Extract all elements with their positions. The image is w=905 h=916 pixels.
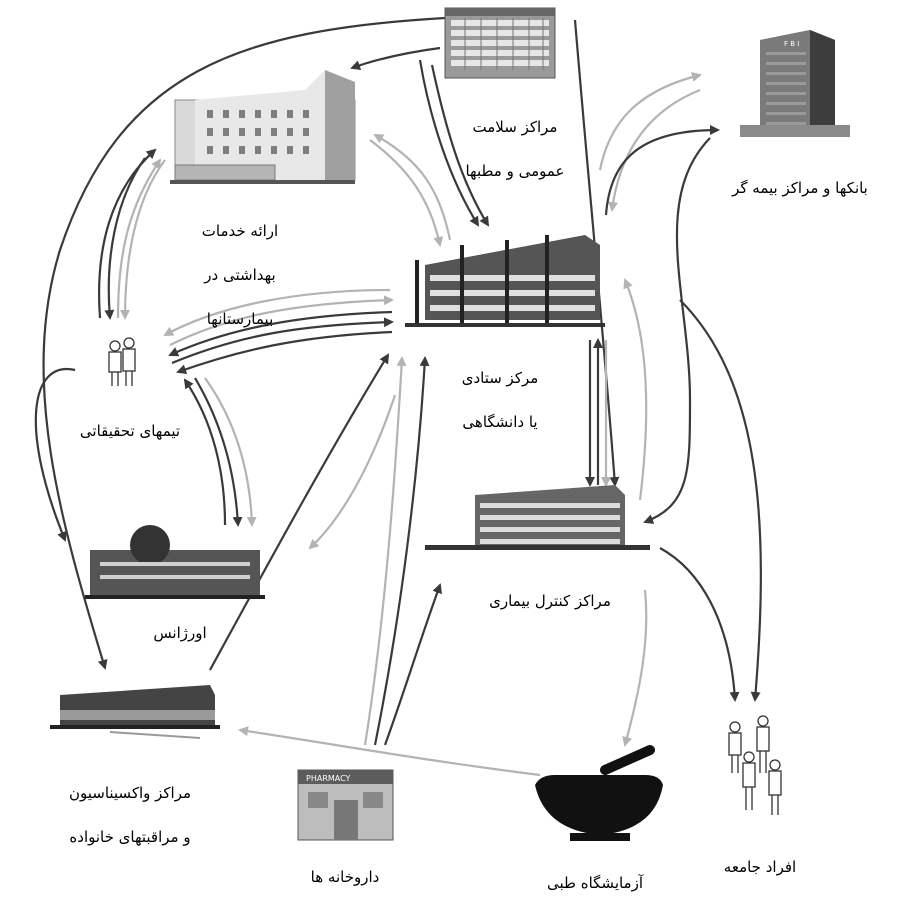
emergency-label: اورژانس xyxy=(120,600,240,666)
banks-insurance-label: بانکها و مراکز بیمه گر xyxy=(700,155,900,221)
public-health-line-2: عمومی و مطبها xyxy=(440,160,590,182)
arrow-lab-to-vaccination xyxy=(240,730,540,775)
headquarters-building-icon xyxy=(405,235,605,327)
pharmacy-building-icon: PHARMACY xyxy=(298,770,393,840)
emergency-building-icon xyxy=(85,525,265,599)
arrow-hq-to-emergency-light xyxy=(310,395,395,548)
pharmacies-line-1: داروخانه ها xyxy=(275,866,415,888)
disease-control-line-1: مراکز کنترل بیماری xyxy=(450,590,650,612)
medical-lab-line-1: آزمایشگاه طبی xyxy=(515,872,675,894)
bank-tower-icon: F B I xyxy=(740,30,850,137)
headquarters-line-2: یا دانشگاهی xyxy=(430,411,570,433)
disease-control-building-icon xyxy=(425,485,650,550)
arrow-disease-control-to-community xyxy=(660,548,735,700)
hospital-services-label: ارائه خدمات بهداشتی در بیمارستانها xyxy=(170,198,310,352)
bank-sign-text: F B I xyxy=(784,40,799,48)
vaccination-line-1: مراکز واکسیناسیون xyxy=(30,782,230,804)
arrow-disease-control-to-hq-light xyxy=(625,280,646,500)
community-people-icon xyxy=(729,716,781,815)
public-health-line-1: مراکز سلامت xyxy=(440,116,590,138)
research-teams-line-1: تیمهای تحقیقاتی xyxy=(40,420,220,442)
arrow-hq-to-community xyxy=(680,300,761,700)
headquarters-label: مرکز ستادی یا دانشگاهی xyxy=(430,345,570,455)
vaccination-label: مراکز واکسیناسیون و مراقبتهای خانواده xyxy=(30,760,230,870)
community-line-1: افراد جامعه xyxy=(700,856,820,878)
public-health-label: مراکز سلامت عمومی و مطبها xyxy=(440,94,590,204)
hospital-services-line-2: بهداشتی در xyxy=(170,264,310,286)
arrow-pharmacy-to-hq-light-1 xyxy=(365,358,402,745)
hospital-services-line-1: ارائه خدمات xyxy=(170,220,310,242)
hospital-services-line-3: بیمارستانها xyxy=(170,308,310,330)
hospital-building-icon xyxy=(170,70,355,184)
people-icon xyxy=(109,338,135,386)
emergency-line-1: اورژانس xyxy=(120,622,240,644)
pharmacy-sign-text: PHARMACY xyxy=(306,774,351,783)
community-label: افراد جامعه xyxy=(700,834,820,900)
arrow-banks-to-hq-light xyxy=(612,90,700,210)
mortar-pestle-icon xyxy=(535,750,663,841)
headquarters-line-1: مرکز ستادی xyxy=(430,367,570,389)
arrow-public-health-to-hospital xyxy=(352,48,440,68)
research-teams-label: تیمهای تحقیقاتی xyxy=(40,398,220,464)
arrow-pharmacy-to-hq-dark xyxy=(375,358,425,745)
office-building-icon xyxy=(445,8,555,78)
medical-lab-label: آزمایشگاه طبی xyxy=(515,850,675,916)
banks-insurance-line-1: بانکها و مراکز بیمه گر xyxy=(700,177,900,199)
arrow-hospital-hq-light-2 xyxy=(375,135,450,240)
vaccination-center-icon xyxy=(50,685,220,738)
disease-control-label: مراکز کنترل بیماری xyxy=(450,568,650,634)
arrow-pharmacy-to-disease-control xyxy=(385,585,440,745)
vaccination-line-2: و مراقبتهای خانواده xyxy=(30,826,230,848)
arrow-hospital-research-light-2 xyxy=(118,160,160,318)
pharmacies-label: داروخانه ها xyxy=(275,844,415,910)
